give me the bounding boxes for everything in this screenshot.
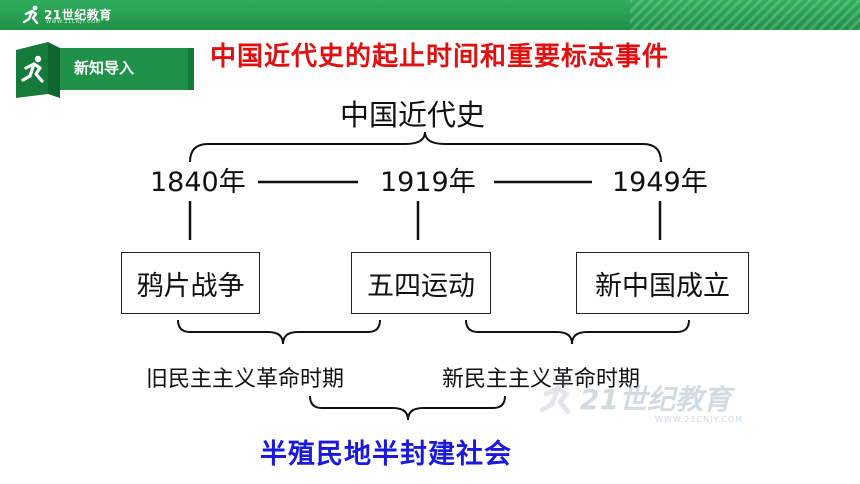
section-badge-label: 新知导入	[74, 59, 135, 77]
running-person-icon	[21, 55, 44, 83]
top-banner: 21世纪教育 WWW.21CNJY.COM	[0, 0, 860, 30]
society-brace	[309, 395, 506, 421]
year-label: 1919年	[380, 167, 476, 198]
year-label: 1949年	[612, 167, 708, 198]
root-brace	[189, 131, 662, 163]
banner-stripes	[630, 0, 860, 30]
watermark-text: 21世纪教育	[580, 383, 731, 416]
section-badge	[16, 42, 194, 98]
diagram-root: 中国近代史	[340, 98, 486, 132]
period-label-old-democratic: 旧民主主义革命时期	[146, 367, 345, 392]
event-box-opium-war: 鸦片战争	[121, 252, 260, 314]
event-box-new-china: 新中国成立	[576, 252, 749, 314]
event-box-may-fourth: 五四运动	[351, 252, 491, 314]
running-person-icon	[22, 5, 39, 25]
watermark-logo-icon	[539, 377, 571, 415]
period-label-new-democratic: 新民主主义革命时期	[442, 367, 641, 392]
year-label: 1840年	[150, 167, 246, 198]
logo-subtext: WWW.21CNJY.COM	[46, 19, 101, 25]
period-brace-1	[177, 319, 381, 345]
watermark-subtext: WWW.21CNJY.COM	[655, 415, 744, 424]
logo-text: 21世纪教育	[44, 8, 112, 22]
period-brace-2	[465, 319, 690, 345]
society-label: 半殖民地半封建社会	[260, 439, 512, 470]
page-title: 中国近代史的起止时间和重要标志事件	[210, 42, 670, 72]
